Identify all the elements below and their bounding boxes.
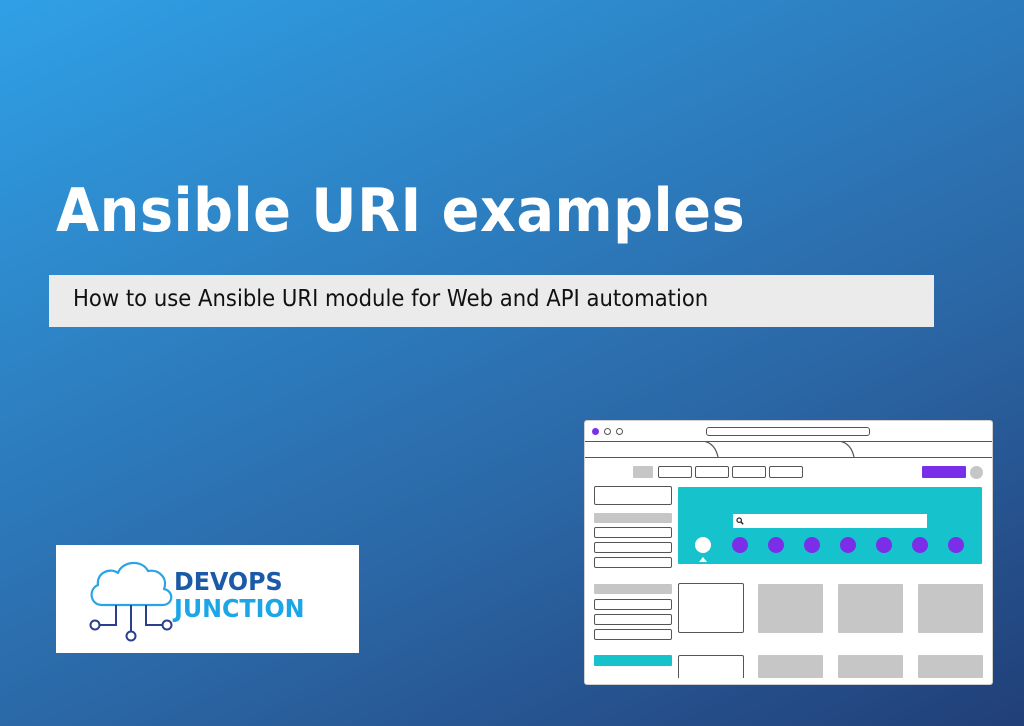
search-icon [736,517,744,525]
carousel-dot [768,537,784,553]
browser-wireframe-illustration [584,420,993,685]
sidebar-item-placeholder [594,542,672,553]
url-bar [706,427,870,436]
sidebar-item-placeholder [594,629,672,640]
page-title: Ansible URI examples [56,176,746,246]
carousel-pointer-icon [699,557,707,562]
carousel-dot [732,537,748,553]
content-image-placeholder [918,584,983,633]
content-image-placeholder [918,655,983,678]
carousel-dot [948,537,964,553]
sidebar-heading-placeholder [594,584,672,594]
content-card-placeholder [678,655,744,678]
hero-search-bar [733,514,927,528]
nav-cta-placeholder [922,466,966,478]
sidebar-item-placeholder [594,557,672,568]
content-image-placeholder [758,584,823,633]
tab-strip-top-line [585,441,992,442]
tab-strip-bottom-line [585,457,992,458]
window-maximize-dot-icon [616,428,623,435]
content-image-placeholder [838,655,903,678]
nav-item-placeholder [732,466,766,478]
sidebar-item-placeholder [594,527,672,538]
carousel-dot [840,537,856,553]
tab-curve-icon [703,441,719,458]
window-close-dot-icon [592,428,599,435]
nav-item-placeholder [695,466,729,478]
carousel-dot [912,537,928,553]
carousel-dot [804,537,820,553]
sidebar-item-placeholder [594,614,672,625]
window-minimize-dot-icon [604,428,611,435]
carousel-dot [876,537,892,553]
content-image-placeholder [758,655,823,678]
subtitle-text: How to use Ansible URI module for Web an… [73,286,709,312]
content-image-placeholder [838,584,903,633]
tab-curve-icon [839,441,855,458]
nav-item-placeholder [769,466,803,478]
cloud-network-icon [89,561,173,642]
nav-avatar-placeholder [970,466,983,479]
subtitle-banner: How to use Ansible URI module for Web an… [49,275,934,327]
nav-item-placeholder [658,466,692,478]
nav-logo-placeholder [633,466,653,478]
content-card-placeholder [678,583,744,633]
carousel-dot-active [695,537,711,553]
sidebar-box-placeholder [594,486,672,505]
sidebar-accent-placeholder [594,655,672,666]
sidebar-heading-placeholder [594,513,672,523]
devops-junction-logo: DEVOPS JUNCTION [56,545,359,653]
sidebar-item-placeholder [594,599,672,610]
logo-text-junction: JUNCTION [174,594,305,623]
logo-text-devops: DEVOPS [174,567,283,596]
